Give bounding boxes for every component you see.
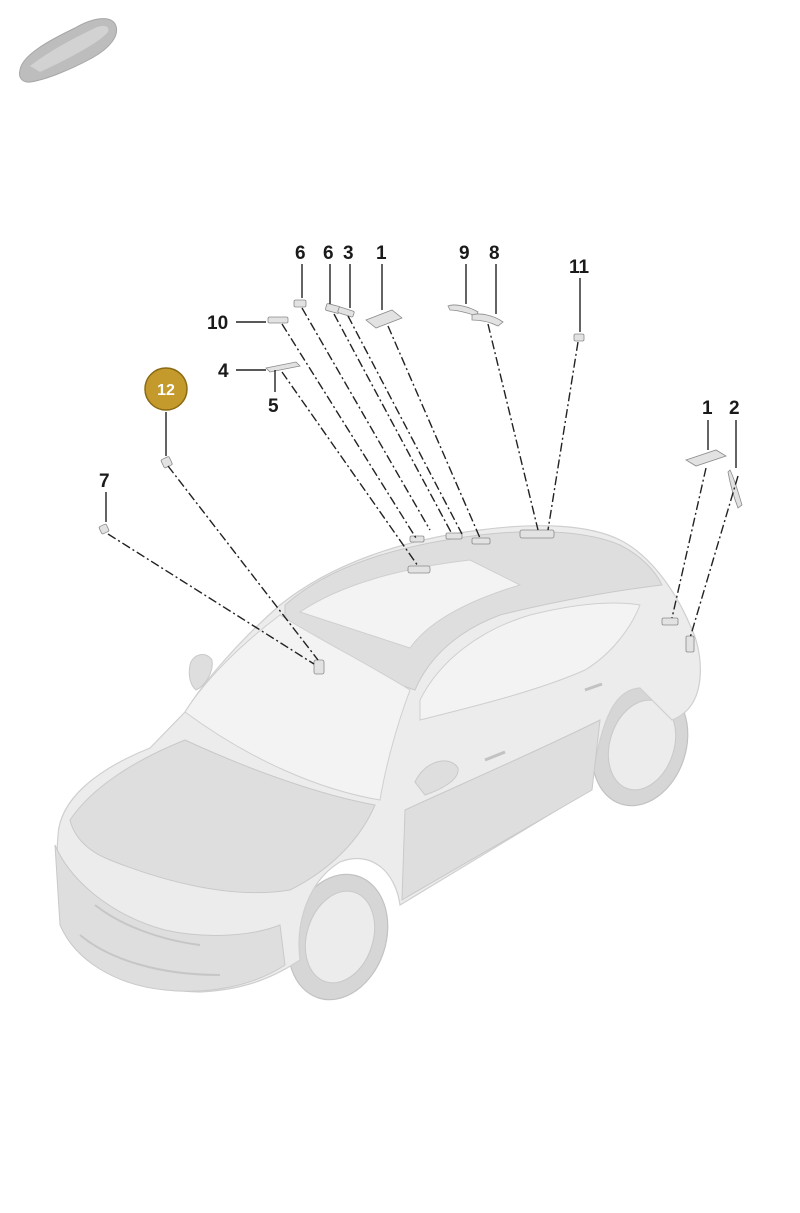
highlight-callout-12[interactable]: 12 xyxy=(144,367,188,411)
highlight-badge xyxy=(144,367,188,411)
callout-labels: 6 6 3 1 9 8 11 10 4 5 1 2 7 xyxy=(99,243,740,492)
part-11[interactable] xyxy=(573,333,585,342)
part-10[interactable] xyxy=(267,316,289,324)
callout-7: 7 xyxy=(99,471,110,492)
callout-2: 2 xyxy=(729,398,740,419)
part-12[interactable] xyxy=(160,456,173,469)
part-6a[interactable] xyxy=(293,299,307,308)
callout-1-roof: 1 xyxy=(376,243,387,264)
part-2[interactable] xyxy=(727,469,743,509)
installed-markers xyxy=(313,529,695,675)
callout-3: 3 xyxy=(343,243,354,264)
highlight-label: 12 xyxy=(157,382,175,399)
callout-11: 11 xyxy=(569,257,590,278)
part-1-roof[interactable] xyxy=(365,309,403,329)
callout-4: 4 xyxy=(218,361,229,382)
callout-10: 10 xyxy=(207,313,228,334)
part-8[interactable] xyxy=(471,313,504,327)
callout-5: 5 xyxy=(268,396,279,417)
car-thumbnail-icon[interactable] xyxy=(19,18,118,83)
leader-lines xyxy=(105,264,739,665)
part-7[interactable] xyxy=(98,523,110,535)
callout-8: 8 xyxy=(489,243,500,264)
callout-9: 9 xyxy=(459,243,470,264)
part-1-rear[interactable] xyxy=(685,449,727,467)
part-3[interactable] xyxy=(337,306,355,318)
part-4-5[interactable] xyxy=(265,361,301,373)
callout-6b: 6 xyxy=(323,243,334,264)
callout-1-rear: 1 xyxy=(702,398,713,419)
vehicle-illustration xyxy=(54,525,701,1001)
callout-6a: 6 xyxy=(295,243,306,264)
